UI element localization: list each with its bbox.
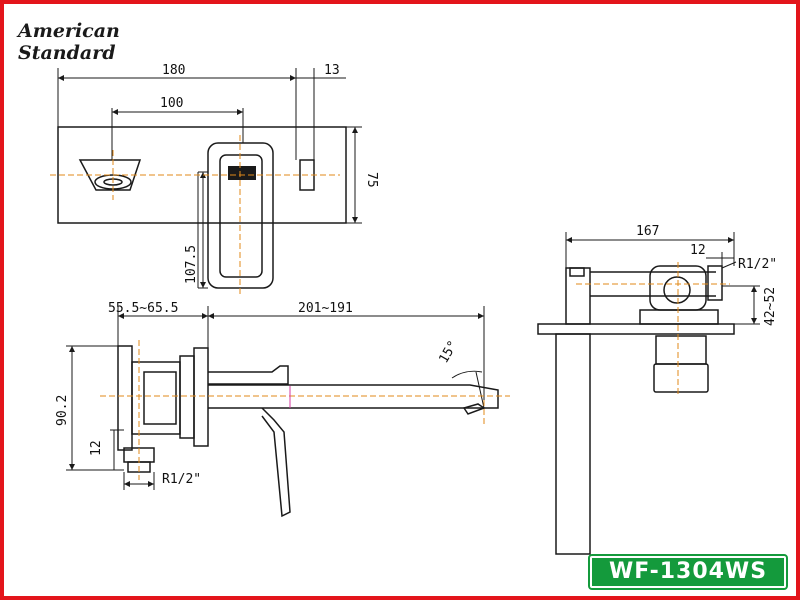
side-wall-flange <box>117 345 133 451</box>
dim-right-thread: R1/2" <box>738 257 777 272</box>
dim-side-small: 12 <box>89 440 104 456</box>
dim-top-overall: 180 <box>162 63 185 78</box>
right-lever-body <box>555 333 591 555</box>
dim-right-overall: 167 <box>636 224 659 239</box>
top-lever-logo <box>228 166 256 180</box>
dim-right-range: 42~52 <box>763 287 778 326</box>
side-center-lines <box>100 340 510 480</box>
top-view <box>57 68 362 289</box>
side-mount-ring <box>179 355 195 439</box>
right-valve-port <box>663 276 691 304</box>
right-view <box>537 232 760 555</box>
top-center-lines <box>50 135 340 295</box>
dim-top-height: 75 <box>364 172 379 188</box>
side-spout <box>208 384 499 409</box>
side-view <box>66 306 499 518</box>
model-badge: WF-1304WS <box>588 554 788 590</box>
right-cartridge <box>655 335 707 365</box>
top-spout-outlet <box>78 159 142 191</box>
side-spout-tip <box>462 403 486 415</box>
dim-side-body-range: 55.5~65.5 <box>108 301 178 316</box>
brand-logo: American Standard <box>18 20 120 64</box>
brand-line-1: American <box>18 20 120 42</box>
side-handle-lever <box>261 407 291 518</box>
dim-top-depth: 13 <box>324 63 340 78</box>
dim-right-small: 12 <box>690 243 706 258</box>
top-lever-inner <box>219 154 263 278</box>
dim-side-height: 90.2 <box>55 395 70 426</box>
right-center-lines <box>576 262 730 396</box>
side-handle-top <box>208 365 289 385</box>
right-mount-flange <box>639 309 719 325</box>
side-valve-core <box>143 371 177 425</box>
right-housing-cap <box>569 267 585 277</box>
dim-top-inner: 100 <box>160 96 183 111</box>
right-inlet-fitting <box>707 265 723 301</box>
dim-side-spout-range: 201~191 <box>298 301 353 316</box>
brand-line-2: Standard <box>18 42 116 64</box>
dim-top-lever: 107.5 <box>184 245 199 284</box>
dim-side-angle: 15° <box>436 338 461 366</box>
dim-side-thread: R1/2" <box>162 472 201 487</box>
side-cover-plate <box>193 347 209 447</box>
right-cover-plate <box>537 323 735 335</box>
right-cartridge-cap <box>653 363 709 393</box>
